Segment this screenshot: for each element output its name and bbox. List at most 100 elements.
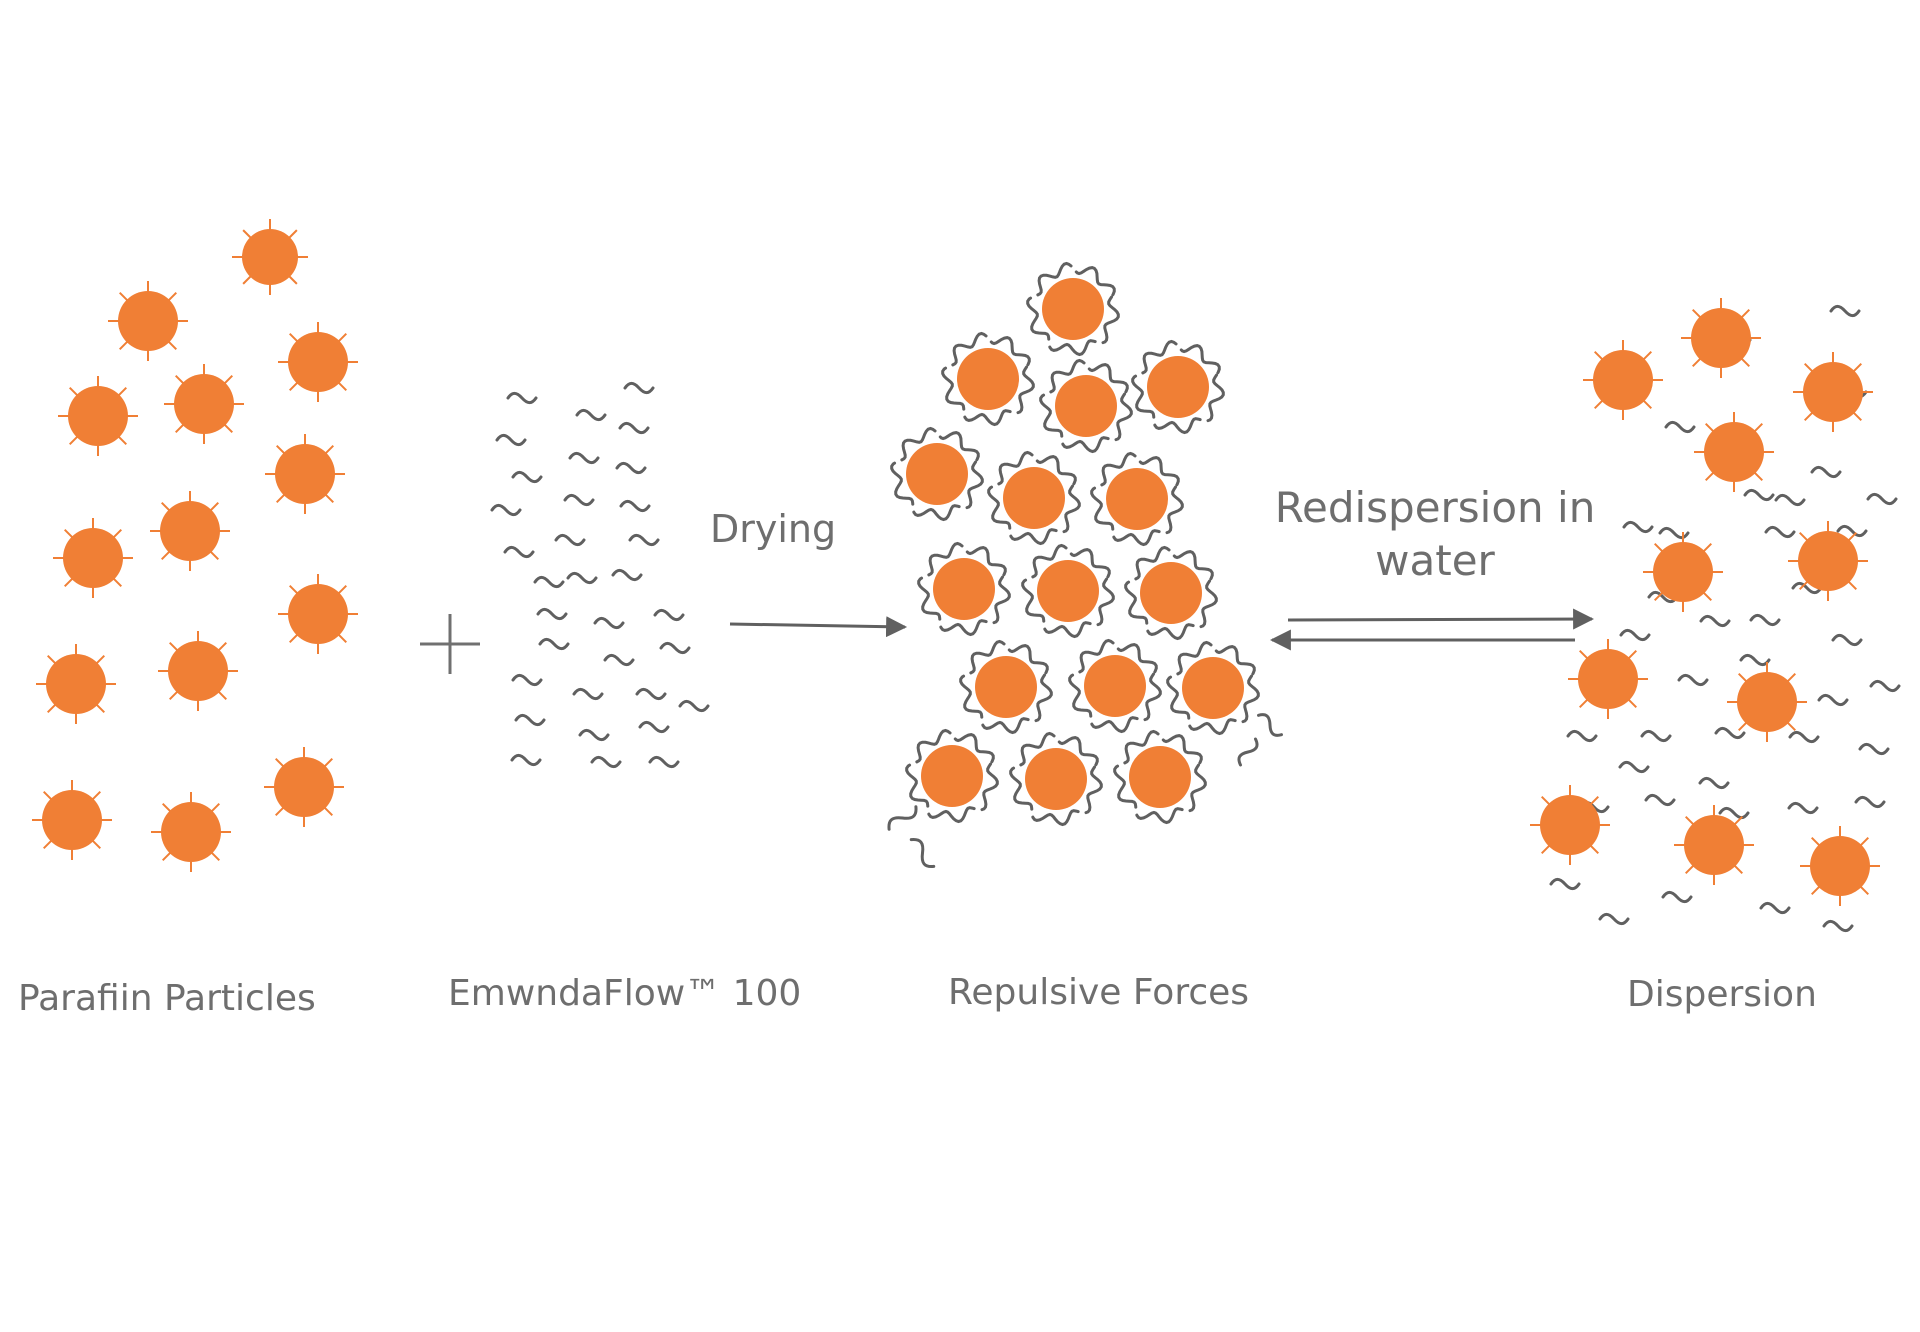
dispersion-label: Dispersion	[1627, 974, 1817, 1015]
paraffin-particle	[232, 219, 308, 295]
polymer-squiggle	[511, 470, 543, 484]
polymer-squiggle	[593, 616, 625, 630]
polymer-squiggle	[1764, 525, 1796, 539]
polymer-squiggle	[635, 687, 667, 701]
polymer-squiggle	[566, 571, 598, 585]
polymer-squiggle	[611, 568, 643, 582]
reversible-arrows	[1269, 608, 1595, 651]
paraffin-particle	[1800, 826, 1880, 906]
polymer-squiggle	[1817, 693, 1849, 707]
paraffin-particles-group	[32, 219, 358, 872]
coated-particle	[959, 639, 1053, 735]
paraffin-particle	[53, 518, 133, 598]
coated-particle	[905, 728, 999, 824]
coated-particle	[1131, 339, 1225, 435]
paraffin-particle	[158, 631, 238, 711]
paraffin-particle	[58, 376, 138, 456]
paraffin-particle	[1530, 785, 1610, 865]
coated-particle	[1124, 545, 1218, 641]
plus-sign	[420, 614, 480, 674]
polymer-squiggle	[603, 653, 635, 667]
polymer-squiggle	[1677, 673, 1709, 687]
paraffin-particle	[1788, 521, 1868, 601]
polymer-squiggle	[678, 699, 710, 713]
repulsive-forces-label: Repulsive Forces	[948, 972, 1249, 1013]
coated-particle	[1026, 261, 1120, 357]
polymer-squiggle	[1658, 526, 1690, 540]
polymer-squiggle	[1858, 742, 1890, 756]
coated-particle	[1039, 358, 1133, 454]
polymer-squiggle	[1743, 488, 1775, 502]
polymer-squiggle	[554, 533, 586, 547]
polymer-squiggle	[563, 493, 595, 507]
polymer-squiggle	[536, 607, 568, 621]
polymer-squiggle	[490, 503, 522, 517]
polymer-squiggle	[653, 608, 685, 622]
polymer-squiggle	[533, 575, 565, 589]
polymer-squiggle	[1810, 465, 1842, 479]
polymer-squiggle	[1598, 912, 1630, 926]
polymer-squiggle	[638, 720, 670, 734]
coated-particle	[1113, 729, 1207, 825]
coated-particle	[941, 331, 1035, 427]
polymer-squiggle	[1699, 614, 1731, 628]
polymer-squiggle	[495, 433, 527, 447]
polymer-squiggle	[514, 713, 546, 727]
polymer-squiggle	[1759, 901, 1791, 915]
paraffin-particle	[1568, 639, 1648, 719]
paraffin-particle	[36, 644, 116, 724]
coated-particle	[1090, 451, 1184, 547]
polymer-squiggle	[1647, 590, 1679, 604]
polymer-squiggle	[1664, 420, 1696, 434]
paraffin-particle	[1793, 352, 1873, 432]
polymer-squiggle	[623, 381, 655, 395]
paraffin-particle	[1583, 340, 1663, 420]
polymer-squiggle	[1698, 776, 1730, 790]
paraffin-particle	[1727, 662, 1807, 742]
polymer-squiggle	[510, 753, 542, 767]
polymer-squiggle	[619, 499, 651, 513]
paraffin-particles-label: Parafiin Particles	[18, 978, 316, 1019]
polymer-squiggle	[909, 837, 936, 869]
paraffin-particle	[1643, 532, 1723, 612]
redispersion-label-line1: Redispersion in	[1275, 483, 1596, 532]
paraffin-particle	[265, 434, 345, 514]
polymer-squiggle	[1566, 729, 1598, 743]
polymer-squiggle	[1829, 304, 1861, 318]
paraffin-particle	[278, 574, 358, 654]
polymer-squiggle	[1787, 801, 1819, 815]
coated-particle	[917, 541, 1011, 637]
polymer-squiggle	[1644, 793, 1676, 807]
paraffin-particle	[32, 780, 112, 860]
polymer-squiggle	[1714, 726, 1746, 740]
polymer-squiggle	[1866, 492, 1898, 506]
paraffin-particle	[150, 491, 230, 571]
polymer-squiggle	[590, 755, 622, 769]
polymer-squiggle	[1831, 633, 1863, 647]
coated-particle	[1009, 731, 1103, 827]
polymer-squiggle	[1791, 581, 1823, 595]
polymer-squiggle	[572, 687, 604, 701]
coated-particle	[1166, 640, 1260, 736]
drying-label: Drying	[710, 507, 836, 551]
polymer-squiggle	[575, 408, 607, 422]
paraffin-particle	[1694, 412, 1774, 492]
polymer-squiggle	[1836, 524, 1868, 538]
paraffin-particle	[1681, 298, 1761, 378]
polymer-squiggle	[503, 545, 535, 559]
polymer-squiggle	[1854, 795, 1886, 809]
coated-particle	[1021, 543, 1115, 639]
polymer-squiggle	[506, 391, 538, 405]
polymer-squiggle	[618, 421, 650, 435]
dispersion-group	[1530, 298, 1901, 933]
polymer-squiggle	[1622, 520, 1654, 534]
polymer-squiggle	[628, 533, 660, 547]
coated-particle	[1068, 638, 1162, 734]
paraffin-particle	[108, 281, 188, 361]
polymer-squiggle	[538, 637, 570, 651]
redispersion-label-line2: water	[1375, 536, 1495, 585]
drying-arrow	[729, 616, 908, 638]
polymer-squiggle	[1640, 729, 1672, 743]
polymer-squiggle	[1749, 613, 1781, 627]
polymer-squiggle	[1774, 493, 1806, 507]
